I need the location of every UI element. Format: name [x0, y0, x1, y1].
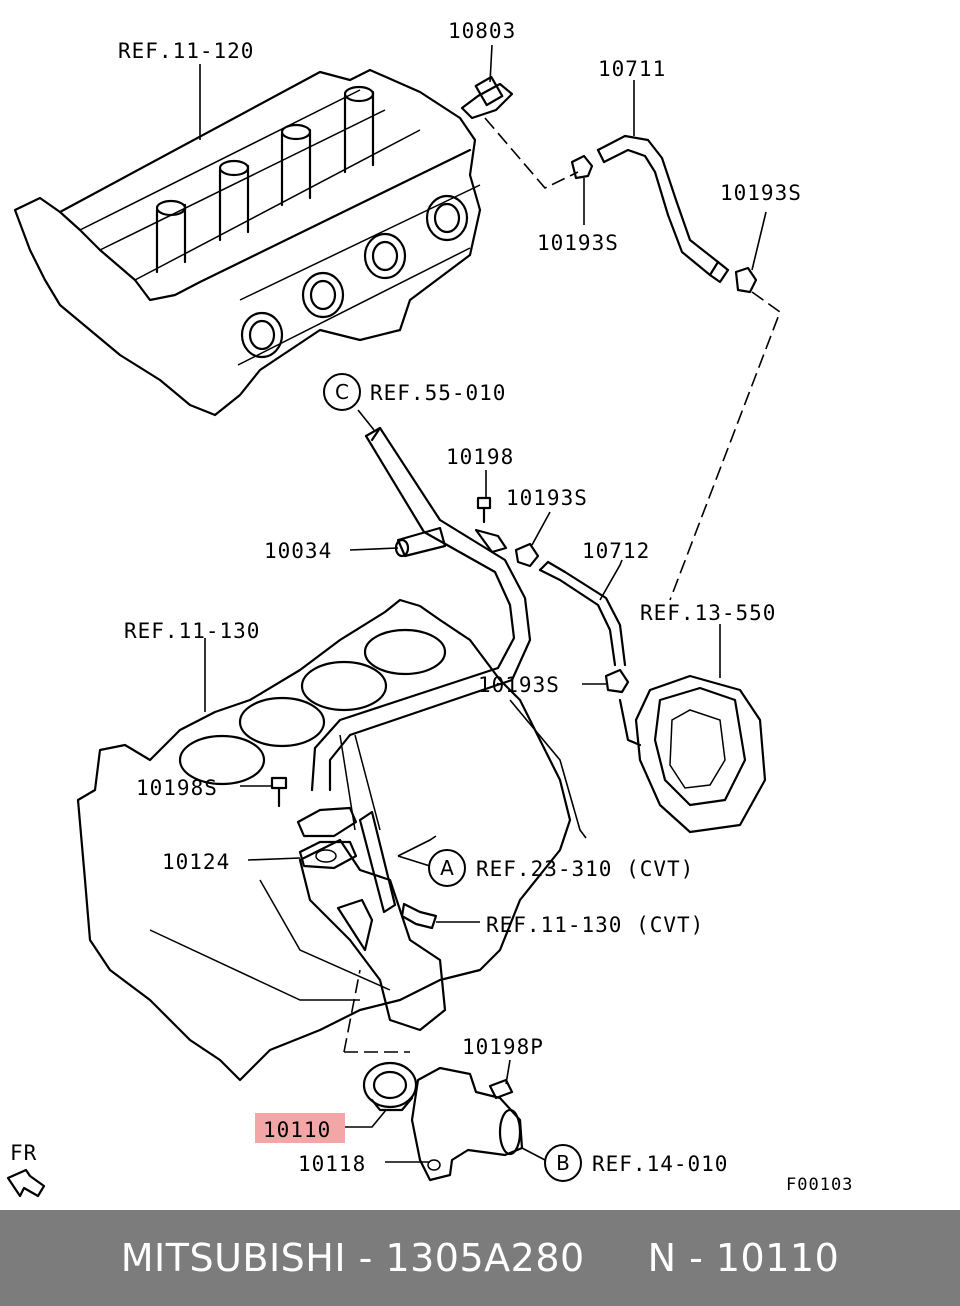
label-10803: 10803 — [448, 19, 516, 43]
thermostat-housing-10118-drawing — [385, 1066, 546, 1182]
label-10193s-b: 10193S — [720, 181, 802, 205]
coolant-pipe-drawing — [310, 409, 532, 831]
drawing-code: F00103 — [786, 1175, 853, 1195]
label-fr: FR — [10, 1141, 37, 1165]
bracket-drawing — [358, 810, 437, 914]
sensor-10803-drawing — [460, 44, 514, 120]
bolt-10198-drawing — [476, 470, 492, 524]
bolt-10198p-drawing — [488, 1059, 514, 1100]
label-10193s-a: 10193S — [537, 231, 619, 255]
hose-10712-drawing — [538, 559, 627, 667]
label-ref-11-130-cvt: REF.11-130 (CVT) — [486, 913, 704, 937]
label-10198p: 10198P — [462, 1035, 544, 1059]
cylinder-head-drawing — [13, 68, 482, 417]
label-10712: 10712 — [582, 539, 650, 563]
svg-text:B: B — [556, 1151, 570, 1175]
label-ref-11-120: REF.11-120 — [118, 39, 254, 63]
label-ref-14-010: REF.14-010 — [592, 1152, 728, 1176]
callout-b: B — [544, 1144, 582, 1182]
label-10198s: 10198S — [136, 776, 218, 800]
part-highlight — [255, 1113, 345, 1143]
label-ref-55-010: REF.55-010 — [370, 381, 506, 405]
svg-text:C: C — [335, 380, 349, 404]
bolt-10198s-drawing — [240, 776, 288, 808]
label-ref-11-130: REF.11-130 — [124, 619, 260, 643]
svg-text:A: A — [440, 856, 454, 880]
clamp-10193s-a-drawing — [570, 154, 594, 225]
cylinder-block-drawing — [76, 598, 572, 1082]
footer-text: MITSUBISHI - 1305A280 N - 10110 — [120, 1236, 840, 1280]
label-10118: 10118 — [298, 1152, 366, 1176]
parts-diagram: REF.11-120 10803 10711 10193S 10193S REF… — [6, 19, 853, 1198]
callout-c: C — [323, 373, 361, 411]
bolt-ref-11-130-cvt-drawing — [400, 902, 480, 930]
callout-a: A — [428, 849, 466, 887]
gasket-10124-drawing — [247, 840, 358, 870]
clamp-10193s-d-drawing — [582, 668, 630, 694]
hose-10034-drawing — [349, 526, 447, 558]
label-10110: 10110 — [263, 1118, 331, 1142]
front-arrow-icon — [6, 1168, 46, 1198]
label-10198: 10198 — [446, 445, 514, 469]
label-ref-23-310-cvt: REF.23-310 (CVT) — [476, 857, 694, 881]
label-10034: 10034 — [264, 539, 332, 563]
label-ref-13-550: REF.13-550 — [640, 601, 776, 625]
pipe-flange-drawing — [296, 806, 358, 838]
water-pump-drawing — [618, 624, 767, 834]
part-number-footer: MITSUBISHI - 1305A280 N - 10110 — [0, 1210, 960, 1306]
thermostat-10110-drawing — [345, 1061, 418, 1128]
label-10711: 10711 — [598, 57, 666, 81]
clamp-10193s-b-drawing — [734, 211, 767, 294]
label-10193s-d: 10193S — [478, 673, 560, 697]
hose-10711-drawing — [596, 80, 730, 284]
clamp-10193s-c-drawing — [514, 511, 551, 568]
label-10193s-c: 10193S — [506, 486, 588, 510]
label-10124: 10124 — [162, 850, 230, 874]
